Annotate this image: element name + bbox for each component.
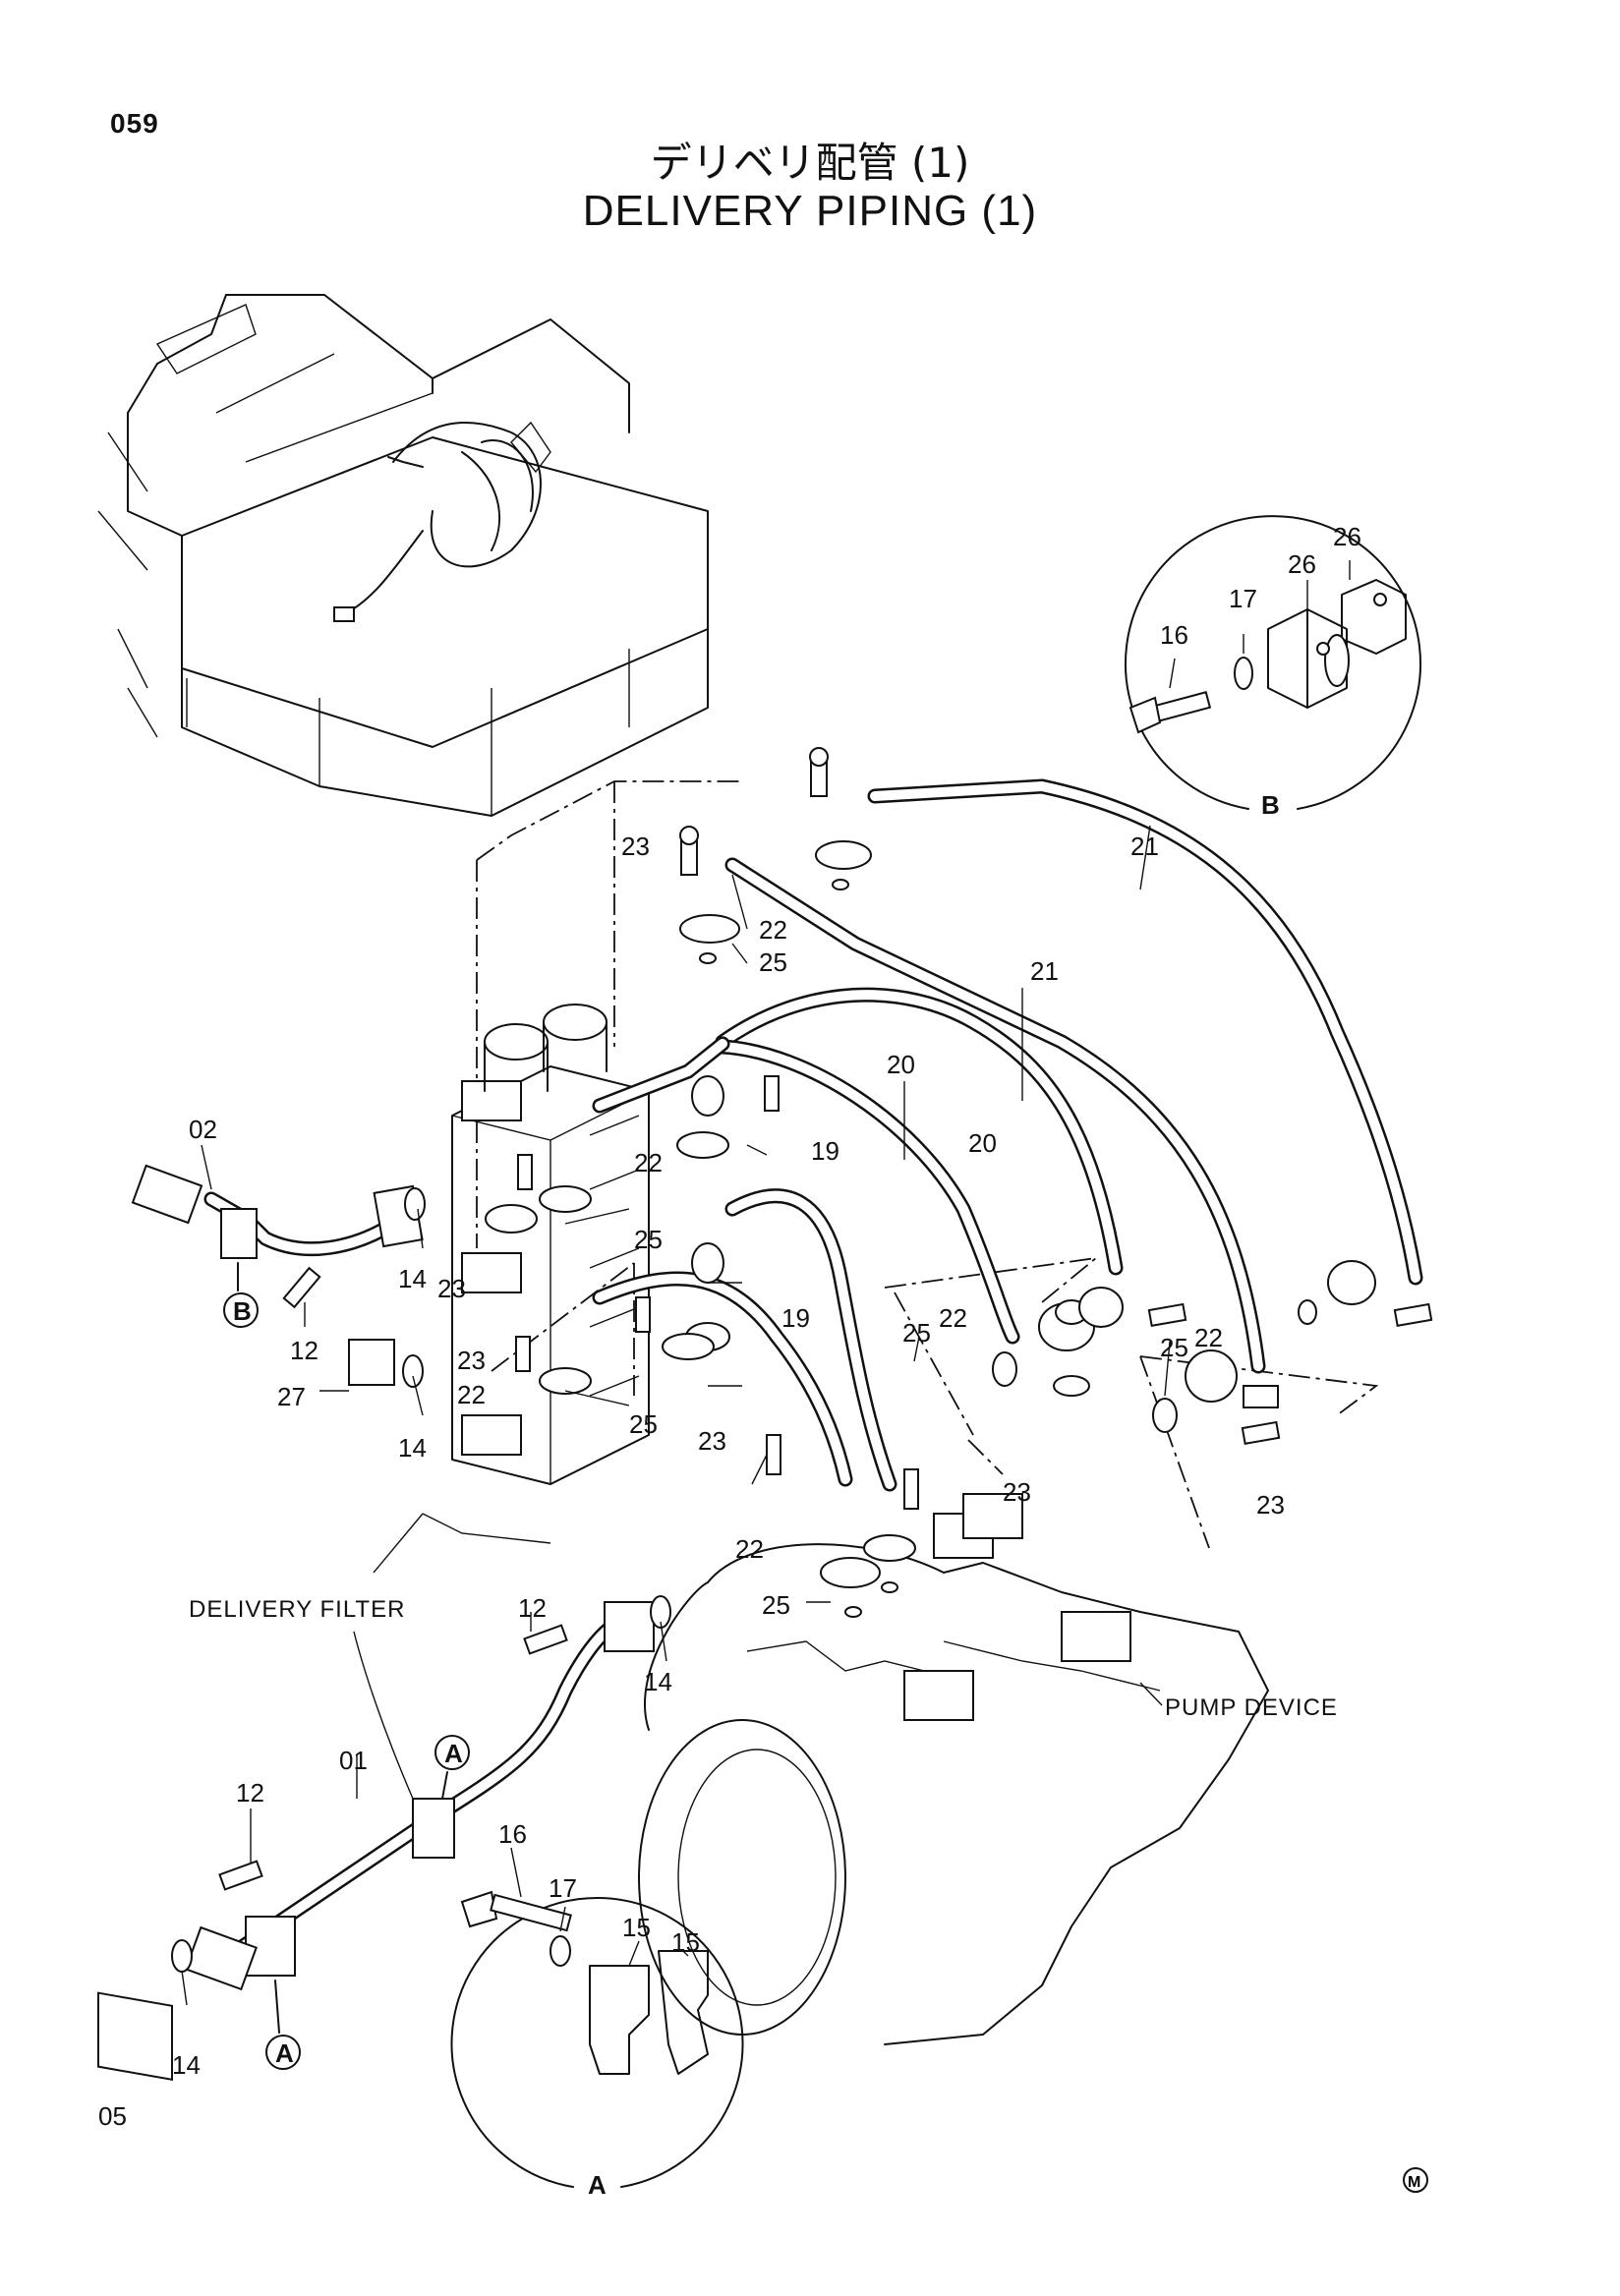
callout-20: 20 — [968, 1128, 997, 1158]
callout-01: 01 — [339, 1746, 368, 1775]
callout-15: 15 — [622, 1913, 651, 1942]
svg-text:A: A — [444, 1739, 463, 1768]
callout-23: 23 — [698, 1426, 726, 1456]
callout-15: 15 — [671, 1927, 700, 1957]
detail-b — [1125, 515, 1421, 810]
callout-25: 25 — [762, 1590, 790, 1620]
callout-numbers: 02 12 27 14 14 23 23 22 23 22 25 22 25 2… — [98, 522, 1361, 2131]
callout-19: 19 — [811, 1136, 839, 1166]
marker-b: B — [223, 1262, 259, 1328]
callout-12: 12 — [236, 1778, 264, 1808]
callout-26: 26 — [1333, 522, 1361, 551]
fittings — [171, 747, 1433, 1973]
callout-17: 17 — [549, 1873, 577, 1903]
callout-14: 14 — [644, 1667, 672, 1696]
callout-25: 25 — [1160, 1333, 1188, 1362]
callout-22: 22 — [735, 1534, 764, 1564]
callout-22: 22 — [457, 1380, 486, 1409]
callout-22: 22 — [1194, 1323, 1223, 1352]
callout-21: 21 — [1030, 956, 1059, 986]
detail-a-label: A — [588, 2170, 607, 2200]
callout-12: 12 — [290, 1336, 318, 1365]
detail-a — [450, 1890, 744, 2188]
callout-25: 25 — [634, 1225, 663, 1254]
marker-a-lower: A — [265, 1980, 301, 2070]
callout-22: 22 — [939, 1303, 967, 1333]
marker-a-upper: A — [434, 1735, 470, 1800]
callout-22: 22 — [759, 915, 787, 945]
callout-25: 25 — [759, 947, 787, 977]
title-english: DELIVERY PIPING (1) — [582, 187, 1038, 235]
callout-25: 25 — [902, 1318, 931, 1348]
circled-m-symbol: M — [1403, 2167, 1428, 2193]
callout-19: 19 — [781, 1303, 810, 1333]
svg-text:A: A — [275, 2038, 294, 2068]
callout-27: 27 — [277, 1382, 306, 1411]
callout-21: 21 — [1130, 832, 1159, 861]
callout-leaders — [181, 560, 1351, 2006]
callout-16: 16 — [498, 1819, 527, 1849]
title-japanese: デリベリ配管 (1) — [650, 139, 970, 187]
pipes-01-02 — [97, 1164, 655, 2082]
svg-text:B: B — [233, 1296, 252, 1326]
callout-02: 02 — [189, 1115, 217, 1144]
callout-26: 26 — [1288, 549, 1316, 579]
callout-22: 22 — [634, 1148, 663, 1177]
callout-16: 16 — [1160, 620, 1188, 650]
callout-14: 14 — [398, 1433, 427, 1463]
detail-b-label: B — [1261, 790, 1280, 820]
page-number: 059 — [110, 108, 159, 139]
callout-23: 23 — [1256, 1490, 1285, 1520]
callout-14: 14 — [172, 2050, 201, 2080]
leader-lines — [476, 780, 1379, 1549]
control-valve — [373, 1004, 650, 1574]
hoses — [592, 778, 1423, 1492]
pump-device — [638, 1493, 1269, 2045]
callout-05: 05 — [98, 2101, 127, 2131]
callout-20: 20 — [887, 1050, 915, 1079]
pump-device-label: PUMP DEVICE — [1165, 1694, 1338, 1721]
callout-17: 17 — [1229, 584, 1257, 613]
callout-23: 23 — [457, 1346, 486, 1375]
callout-23: 23 — [437, 1274, 466, 1303]
callout-23: 23 — [1003, 1477, 1031, 1507]
callout-12: 12 — [518, 1593, 547, 1623]
delivery-filter-label: DELIVERY FILTER — [189, 1596, 405, 1623]
callout-25: 25 — [629, 1409, 658, 1439]
callout-14: 14 — [398, 1264, 427, 1293]
machine-body — [97, 294, 709, 817]
svg-text:M: M — [1408, 2174, 1420, 2191]
callout-23: 23 — [621, 832, 650, 861]
